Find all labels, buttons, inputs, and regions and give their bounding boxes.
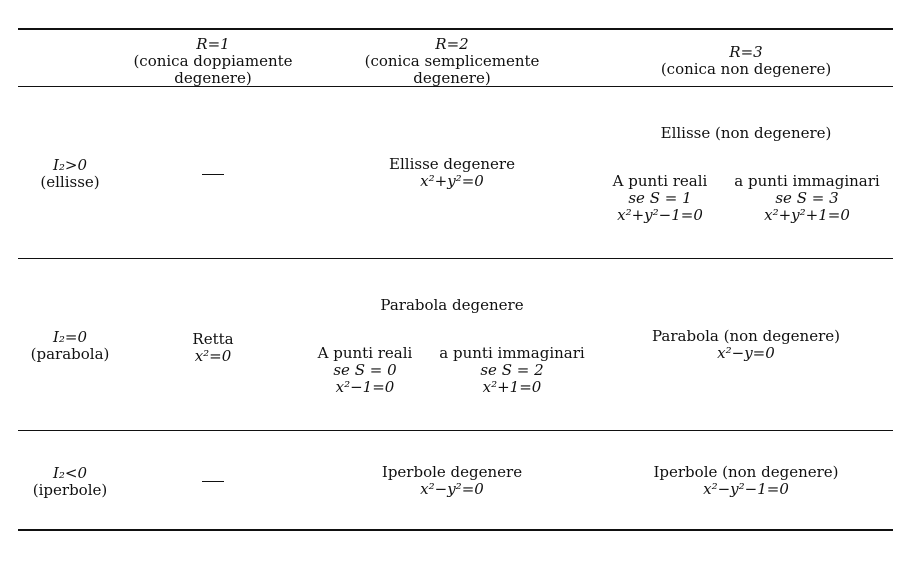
row-parabola-r2-real-eq: x²−1=0 <box>335 378 395 396</box>
row-ellisse-r2: Ellisse degenere x²+y²=0 <box>332 156 572 190</box>
row-ellisse-r3-real-title: A punti reali <box>612 172 708 190</box>
row-ellisse-r3-imag-cond: se S = 3 <box>775 189 839 207</box>
header-r2: R=2 (conica semplicemente degenere) <box>332 36 572 87</box>
row-parabola-r3-title: Parabola (non degenere) <box>652 327 840 345</box>
bottom-rule <box>18 529 893 531</box>
header-r2-label: R=2 <box>435 35 469 53</box>
row-parabola-r1-title: Retta <box>192 330 234 348</box>
row-ellisse-r2-eq: x²+y²=0 <box>420 172 484 190</box>
row-iperbole-r3: Iperbole (non degenere) x²−y²−1=0 <box>626 464 866 498</box>
row-parabola-r2-imag-cond: se S = 2 <box>480 361 544 379</box>
row-iperbole-r3-eq: x²−y²−1=0 <box>703 480 789 498</box>
row-ellisse-r2-title: Ellisse degenere <box>389 155 515 173</box>
row-ellisse-label: I₂>0 (ellisse) <box>20 157 120 191</box>
row-parabola-r1-eq: x²=0 <box>194 347 232 365</box>
header-r1-label: R=1 <box>196 35 230 53</box>
row-ellisse-label-line1: I₂>0 <box>52 156 88 174</box>
row-ellisse-label-line2: (ellisse) <box>40 173 100 191</box>
row-ellisse-r3-title: Ellisse (non degenere) <box>626 125 866 142</box>
row-parabola-label: I₂=0 (parabola) <box>20 329 120 363</box>
header-r1-desc-line2: degenere) <box>174 69 252 87</box>
row-ellisse-r1-dash <box>202 174 224 175</box>
row-separator-1 <box>18 258 893 259</box>
row-parabola-r2-title: Parabola degenere <box>332 297 572 314</box>
row-iperbole-label-line2: (iperbole) <box>32 481 108 499</box>
row-iperbole-r1-dash <box>202 481 224 482</box>
row-parabola-r2-imag-title: a punti immaginari <box>439 344 585 362</box>
row-iperbole-r2: Iperbole degenere x²−y²=0 <box>332 464 572 498</box>
header-r1: R=1 (conica doppiamente degenere) <box>113 36 313 87</box>
row-parabola-r2-imag: a punti immaginari se S = 2 x²+1=0 <box>432 345 592 396</box>
header-r2-desc-line1: (conica semplicemente <box>364 52 540 70</box>
row-parabola-r2-title-text: Parabola degenere <box>380 296 524 314</box>
row-iperbole-label: I₂<0 (iperbole) <box>20 465 120 499</box>
header-r1-desc-line1: (conica doppiamente <box>133 52 293 70</box>
header-rule <box>18 86 893 87</box>
header-r3-desc-line1: (conica non degenere) <box>660 60 832 78</box>
header-r3: R=3 (conica non degenere) <box>626 44 866 78</box>
row-ellisse-r3-title-text: Ellisse (non degenere) <box>660 124 832 142</box>
row-separator-2 <box>18 430 893 431</box>
row-parabola-label-line1: I₂=0 <box>52 328 88 346</box>
top-rule <box>18 28 893 30</box>
row-iperbole-r3-title: Iperbole (non degenere) <box>653 463 839 481</box>
row-parabola-r3: Parabola (non degenere) x²−y=0 <box>626 328 866 362</box>
row-iperbole-label-line1: I₂<0 <box>52 464 88 482</box>
row-parabola-label-line2: (parabola) <box>30 345 110 363</box>
row-iperbole-r2-eq: x²−y²=0 <box>420 480 484 498</box>
row-ellisse-r3-real-cond: se S = 1 <box>628 189 692 207</box>
row-parabola-r2-real: A punti reali se S = 0 x²−1=0 <box>305 345 425 396</box>
row-ellisse-r3-imag: a punti immaginari se S = 3 x²+y²+1=0 <box>727 173 887 224</box>
header-r2-desc-line2: degenere) <box>413 69 491 87</box>
row-iperbole-r2-title: Iperbole degenere <box>381 463 523 481</box>
row-ellisse-r3-imag-eq: x²+y²+1=0 <box>764 206 850 224</box>
row-parabola-r1: Retta x²=0 <box>163 331 263 365</box>
row-ellisse-r3-real: A punti reali se S = 1 x²+y²−1=0 <box>600 173 720 224</box>
row-parabola-r2-real-cond: se S = 0 <box>333 361 397 379</box>
row-parabola-r2-real-title: A punti reali <box>317 344 413 362</box>
row-parabola-r3-eq: x²−y=0 <box>717 344 775 362</box>
row-ellisse-r3-imag-title: a punti immaginari <box>734 172 880 190</box>
header-r3-label: R=3 <box>729 43 763 61</box>
row-parabola-r2-imag-eq: x²+1=0 <box>482 378 542 396</box>
row-ellisse-r3-real-eq: x²+y²−1=0 <box>617 206 703 224</box>
